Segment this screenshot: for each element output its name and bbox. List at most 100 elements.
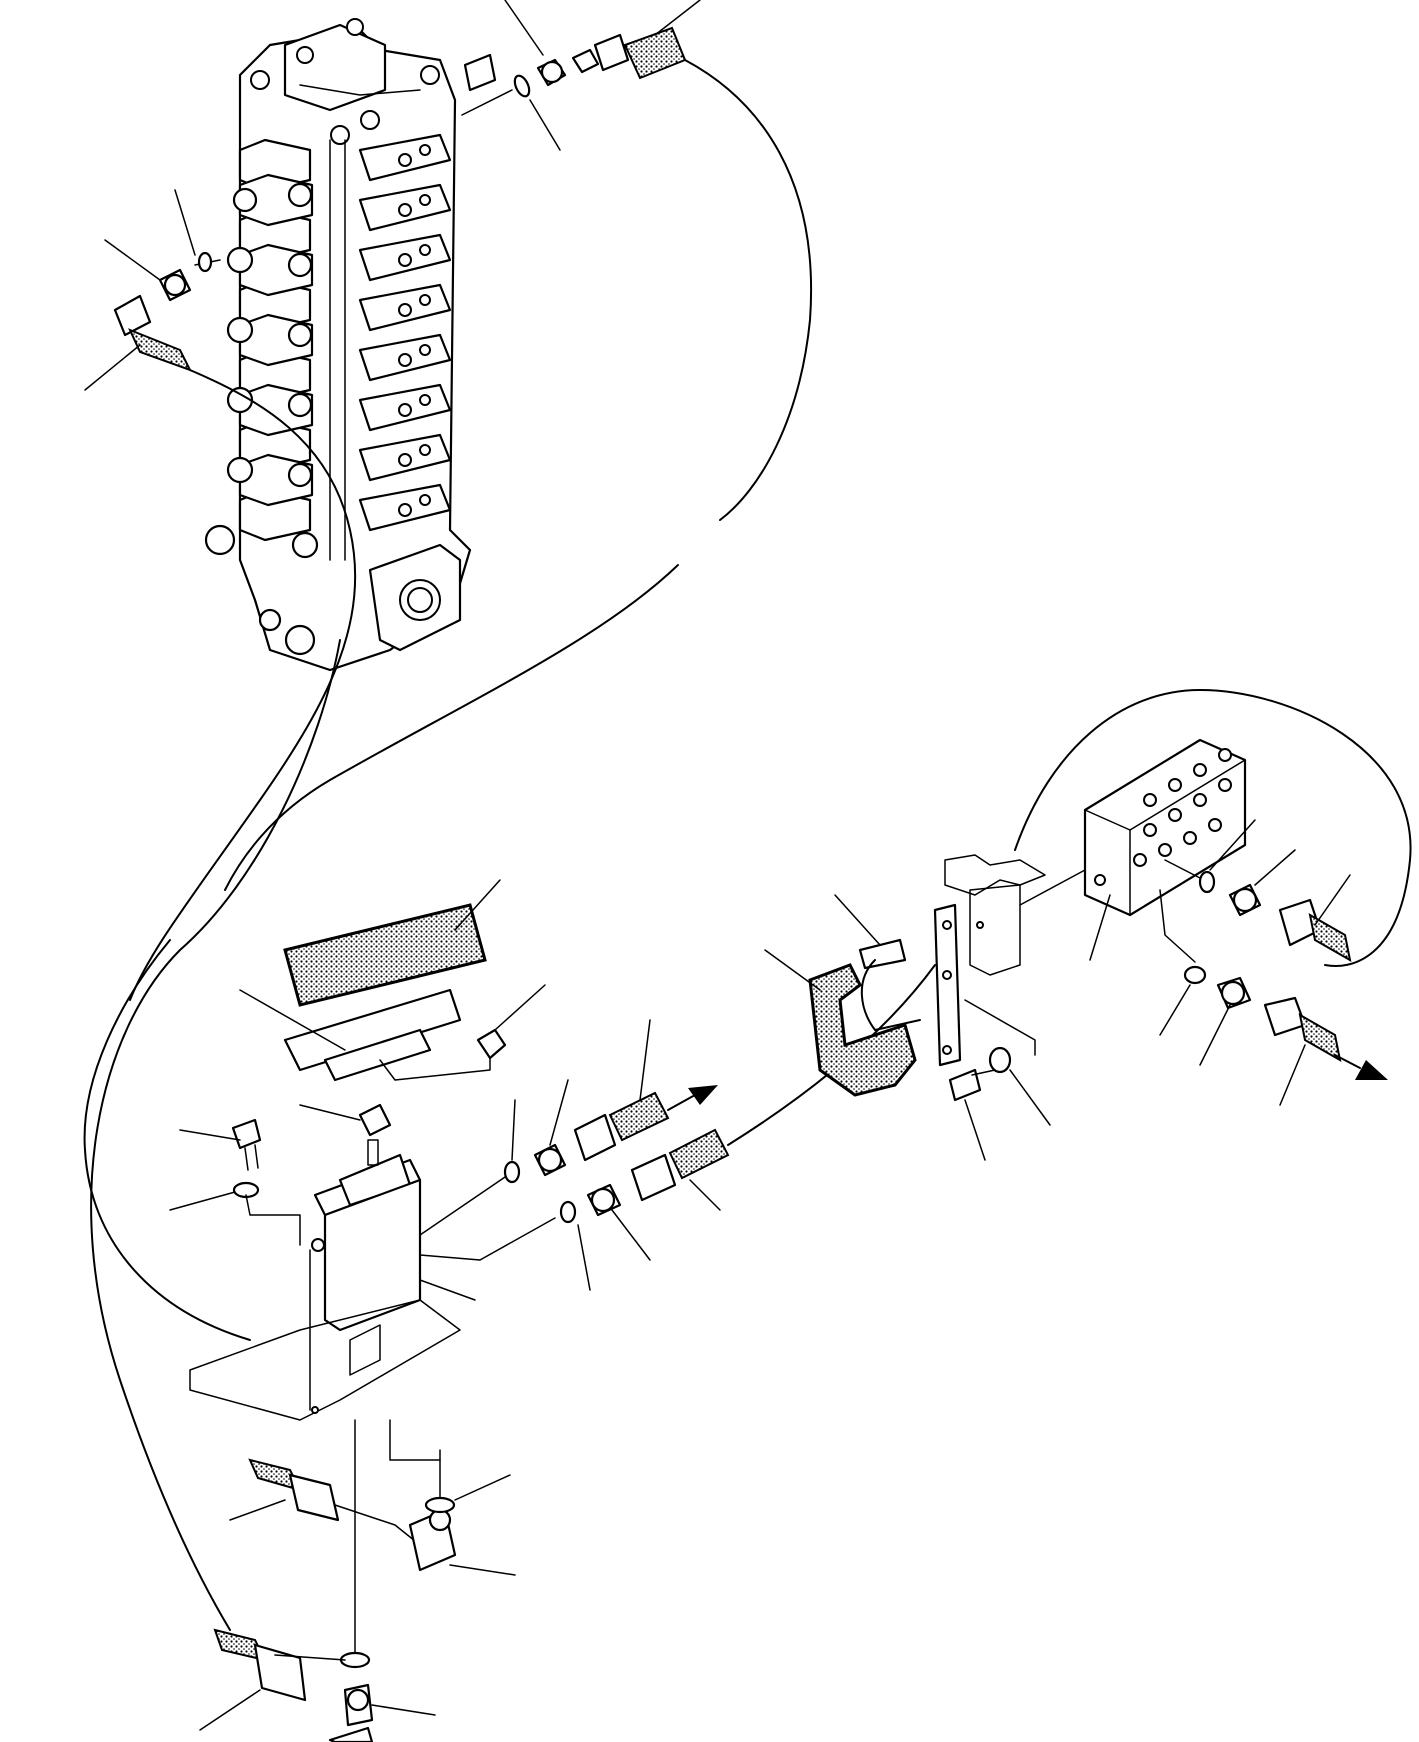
ferrule-bottom-1 bbox=[288, 1473, 340, 1522]
bracket-washer bbox=[988, 1046, 1012, 1074]
callout-hose-b2 bbox=[199, 1689, 261, 1731]
callout-elbow-b1 bbox=[449, 1564, 516, 1576]
callout-oring-b1 bbox=[454, 1474, 511, 1501]
callout-switch-body bbox=[419, 1279, 476, 1301]
top-hose-assembly bbox=[461, 0, 813, 521]
callout-oring-b2 bbox=[274, 1654, 346, 1661]
hose-end-manifold-lower bbox=[1298, 1013, 1342, 1062]
hose-left-outer bbox=[90, 639, 341, 1631]
callout-adapter-b bbox=[371, 1704, 436, 1716]
o-ring-lower bbox=[559, 1200, 577, 1224]
o-ring-manifold-lower bbox=[1183, 965, 1207, 985]
hose-middle-diagonal bbox=[224, 564, 679, 891]
callout-washer bbox=[169, 1191, 236, 1211]
callout-plate bbox=[239, 989, 346, 1051]
clamp-tab bbox=[858, 938, 907, 970]
hose-loop-right bbox=[1014, 689, 1412, 968]
ferrule-bottom-2 bbox=[253, 1643, 307, 1702]
callout-bolt bbox=[179, 1129, 241, 1141]
callout-hose-b1 bbox=[229, 1499, 286, 1521]
callout-hose-lower bbox=[689, 1179, 721, 1211]
bottom-fittings bbox=[199, 1419, 516, 1742]
hose-ferrule-upper bbox=[573, 1113, 617, 1162]
elbow-bottom-2 bbox=[328, 1726, 374, 1742]
elbow-left bbox=[113, 294, 152, 337]
hose-end-lower bbox=[668, 1128, 730, 1180]
callout-adapter-m-lower bbox=[1199, 1004, 1231, 1066]
callout-oring-m-lower bbox=[1159, 984, 1191, 1036]
o-ring-upper bbox=[503, 1160, 521, 1184]
pedal-assembly bbox=[169, 879, 546, 1421]
frame-section bbox=[969, 884, 1021, 976]
switch-port-fittings bbox=[419, 964, 936, 1291]
left-hose-assembly bbox=[84, 189, 357, 1631]
top-bolt-2 bbox=[296, 46, 314, 64]
switch-body bbox=[323, 1178, 422, 1332]
callout-hose-m-upper bbox=[1314, 874, 1351, 926]
callout-hose-m-lower bbox=[1279, 1044, 1306, 1106]
frame-breakline bbox=[944, 854, 1046, 896]
callout-switch-nut bbox=[299, 1104, 361, 1121]
manifold-block bbox=[1014, 689, 1412, 1106]
elbow-top bbox=[593, 33, 630, 72]
bracket-assembly bbox=[764, 854, 1051, 1161]
switch-nut bbox=[358, 1103, 392, 1137]
callout-pad bbox=[454, 879, 501, 931]
valve-spool-sections bbox=[204, 133, 452, 561]
control-valve-assembly bbox=[204, 18, 497, 672]
o-ring-top bbox=[513, 74, 531, 98]
pedal-rubber-pad bbox=[283, 903, 487, 1007]
pedal-nut bbox=[476, 1028, 507, 1060]
top-bolt-4 bbox=[420, 65, 440, 85]
callout-bolt-bracket bbox=[964, 1099, 986, 1161]
callout-nut-pedal bbox=[494, 984, 546, 1031]
o-ring-manifold-upper bbox=[1198, 870, 1216, 894]
top-bolt-1 bbox=[250, 70, 270, 90]
callout-adapter-m-upper bbox=[1254, 849, 1296, 886]
callout-left-adapter bbox=[104, 239, 161, 281]
hose-left-long bbox=[129, 369, 357, 1001]
top-bolt-6 bbox=[360, 110, 380, 130]
hose-end-upper bbox=[608, 1091, 670, 1142]
valve-top-block bbox=[283, 23, 387, 112]
callout-adapter-lower bbox=[611, 1209, 651, 1261]
hose-ferrule-lower bbox=[630, 1153, 677, 1202]
callout-manifold bbox=[1089, 894, 1111, 961]
o-ring-left bbox=[197, 251, 213, 273]
callout-clamp bbox=[764, 949, 821, 991]
callout-oring-upper bbox=[511, 1099, 516, 1161]
base-plate bbox=[189, 1299, 461, 1421]
top-bolt-5 bbox=[330, 125, 350, 145]
hose-top-right bbox=[684, 59, 813, 521]
valve-top-right-port bbox=[463, 53, 497, 92]
mounting-bracket-strip bbox=[933, 903, 962, 1067]
callout-top-oring bbox=[529, 99, 561, 151]
hose-left-loop bbox=[83, 939, 251, 1341]
callout-washer-bracket bbox=[1009, 1069, 1051, 1126]
callout-hose-upper bbox=[639, 1019, 651, 1101]
callout-top-hose bbox=[654, 0, 701, 36]
arrow-out bbox=[1355, 1060, 1388, 1080]
callout-oring-lower bbox=[577, 1224, 591, 1291]
pedal-plate bbox=[283, 988, 462, 1072]
callout-left-hose bbox=[84, 344, 141, 391]
hose-end-manifold-upper bbox=[1308, 913, 1352, 962]
arrow-in bbox=[688, 1085, 718, 1105]
bottom-plug bbox=[284, 624, 316, 656]
clamp-cushion bbox=[808, 963, 917, 1097]
o-ring-bottom-1 bbox=[424, 1496, 456, 1514]
bracket-bolt-head bbox=[948, 1068, 982, 1102]
clamp-band bbox=[860, 959, 921, 1031]
hose-end-left bbox=[128, 328, 193, 372]
callout-oring-m-upper bbox=[1209, 819, 1256, 871]
callout-clamp-tab bbox=[834, 894, 881, 946]
top-bolt-3 bbox=[346, 18, 364, 36]
pedal-bracket bbox=[323, 1028, 432, 1082]
callout-adapter-upper bbox=[549, 1079, 569, 1146]
callout-left-oring bbox=[174, 189, 196, 256]
mount-bolt-head bbox=[231, 1118, 262, 1150]
callout-top-adapter bbox=[504, 0, 544, 56]
switch-mount-hole bbox=[311, 1238, 325, 1252]
